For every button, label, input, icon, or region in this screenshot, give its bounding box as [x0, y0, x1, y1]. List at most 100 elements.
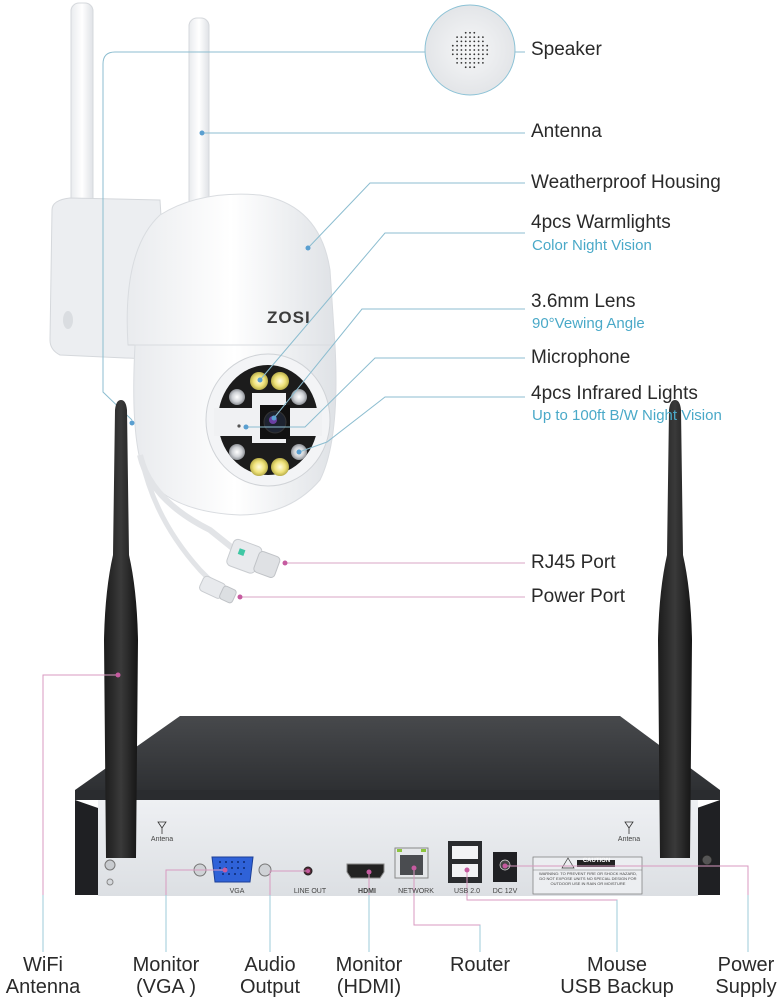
- grille-dot: [460, 53, 463, 56]
- vga-pin: [225, 861, 227, 863]
- usb-port[interactable]: [448, 841, 482, 883]
- leader-ir: [298, 396, 525, 453]
- label-line: Supply: [715, 976, 777, 998]
- grille-dot: [456, 49, 458, 51]
- leader-warmlights: [259, 232, 525, 381]
- vga-pin: [240, 873, 242, 875]
- grille-dot: [473, 40, 476, 43]
- label-line: Audio: [244, 954, 296, 976]
- sublabel-infrared-lights: Up to 100ft B/W Night Vision: [532, 407, 722, 424]
- caution-text: CAUTION: [582, 858, 611, 864]
- grille-dot: [482, 49, 484, 51]
- vga-pin: [243, 867, 245, 869]
- dc-text: DC 12V: [492, 888, 518, 895]
- port-leader-lines: [240, 562, 525, 598]
- vga-port[interactable]: [193, 856, 272, 883]
- grille-dot: [486, 53, 489, 56]
- warmlight: [271, 458, 289, 476]
- label-line: Monitor: [132, 954, 200, 976]
- grille-dot: [469, 40, 471, 43]
- antenna-marker-left: Antena: [150, 836, 174, 843]
- antenna-marker-right: Antena: [617, 836, 641, 843]
- grille-dot: [460, 49, 463, 51]
- usb-text: USB 2.0: [453, 888, 481, 895]
- grille-dot: [473, 44, 476, 47]
- camera-leader-lines: [102, 51, 525, 453]
- leader-housing: [307, 182, 525, 249]
- line-out-text: LINE OUT: [293, 888, 327, 895]
- ir-light: [291, 389, 307, 405]
- grille-dot: [464, 44, 467, 47]
- label-rj45-port: RJ45 Port: [531, 552, 616, 573]
- grille-dot: [477, 49, 480, 51]
- grille-dot: [482, 40, 484, 43]
- vga-pin: [219, 867, 221, 869]
- label-line: Power: [717, 954, 775, 976]
- power-connector: [199, 575, 237, 604]
- grille-dot: [451, 53, 454, 56]
- grille-dot: [482, 62, 484, 64]
- grille-dot: [469, 36, 471, 38]
- nvr: [75, 400, 720, 896]
- label-infrared-lights: 4pcs Infrared Lights: [531, 383, 698, 404]
- grille-dot: [473, 62, 476, 64]
- label-weatherproof-housing: Weatherproof Housing: [531, 172, 721, 193]
- label-line: (VGA ): [135, 976, 196, 998]
- grille-dot: [456, 57, 458, 60]
- nvr-top: [75, 716, 720, 790]
- grille-dot: [451, 49, 454, 51]
- grille-dot: [477, 62, 480, 64]
- grille-dot: [469, 66, 471, 69]
- grille-dot: [456, 62, 458, 64]
- grille-dot: [464, 66, 467, 69]
- grille-dot: [482, 57, 484, 60]
- camera-cable: [139, 459, 217, 587]
- vga-pin: [222, 873, 224, 875]
- grille-dot: [473, 31, 476, 34]
- grille-dot: [460, 36, 463, 38]
- label-monitor-vga: Monitor(VGA ): [121, 954, 211, 998]
- grille-dot: [469, 31, 471, 34]
- grille-dot: [456, 40, 458, 43]
- grille-dot: [464, 57, 467, 60]
- grille-dot: [469, 49, 471, 51]
- label-line: Monitor: [335, 954, 403, 976]
- grille-dot: [473, 49, 476, 51]
- network-port[interactable]: [394, 847, 429, 879]
- label-line: WiFi: [23, 954, 63, 976]
- grille-dot: [477, 40, 480, 43]
- rj45-connector: [226, 538, 281, 578]
- hdmi-text: HDMI: [358, 888, 376, 895]
- hdmi-port[interactable]: [346, 863, 385, 879]
- grille-dot: [464, 31, 467, 34]
- grille-dot: [477, 44, 480, 47]
- grille-dot: [482, 44, 484, 47]
- leader-wifi-antenna: [42, 674, 118, 952]
- grille-dot: [482, 53, 484, 56]
- warning-text: WARNING: TO PREVENT FIRE OR SHOCK HAZARD…: [538, 871, 638, 886]
- warmlight: [250, 458, 268, 476]
- vga-pin: [237, 861, 239, 863]
- label-lens: 3.6mm Lens: [531, 291, 636, 312]
- grille-dot: [482, 36, 484, 38]
- leader-microphone: [246, 357, 525, 428]
- label-line: USB Backup: [560, 976, 674, 998]
- speaker-callout: [424, 4, 516, 96]
- label-line: Output: [239, 976, 301, 998]
- vga-pin: [219, 861, 221, 863]
- vga-pin: [228, 873, 230, 875]
- label-line: Router: [449, 954, 511, 976]
- grille-dot: [460, 44, 463, 47]
- label-microphone: Microphone: [531, 347, 631, 368]
- vga-pin: [237, 867, 239, 869]
- ir-light: [229, 389, 245, 405]
- label-speaker: Speaker: [531, 39, 602, 60]
- camera-dome: [126, 193, 336, 346]
- grille-dot: [469, 44, 471, 47]
- label-line: (HDMI): [336, 976, 402, 998]
